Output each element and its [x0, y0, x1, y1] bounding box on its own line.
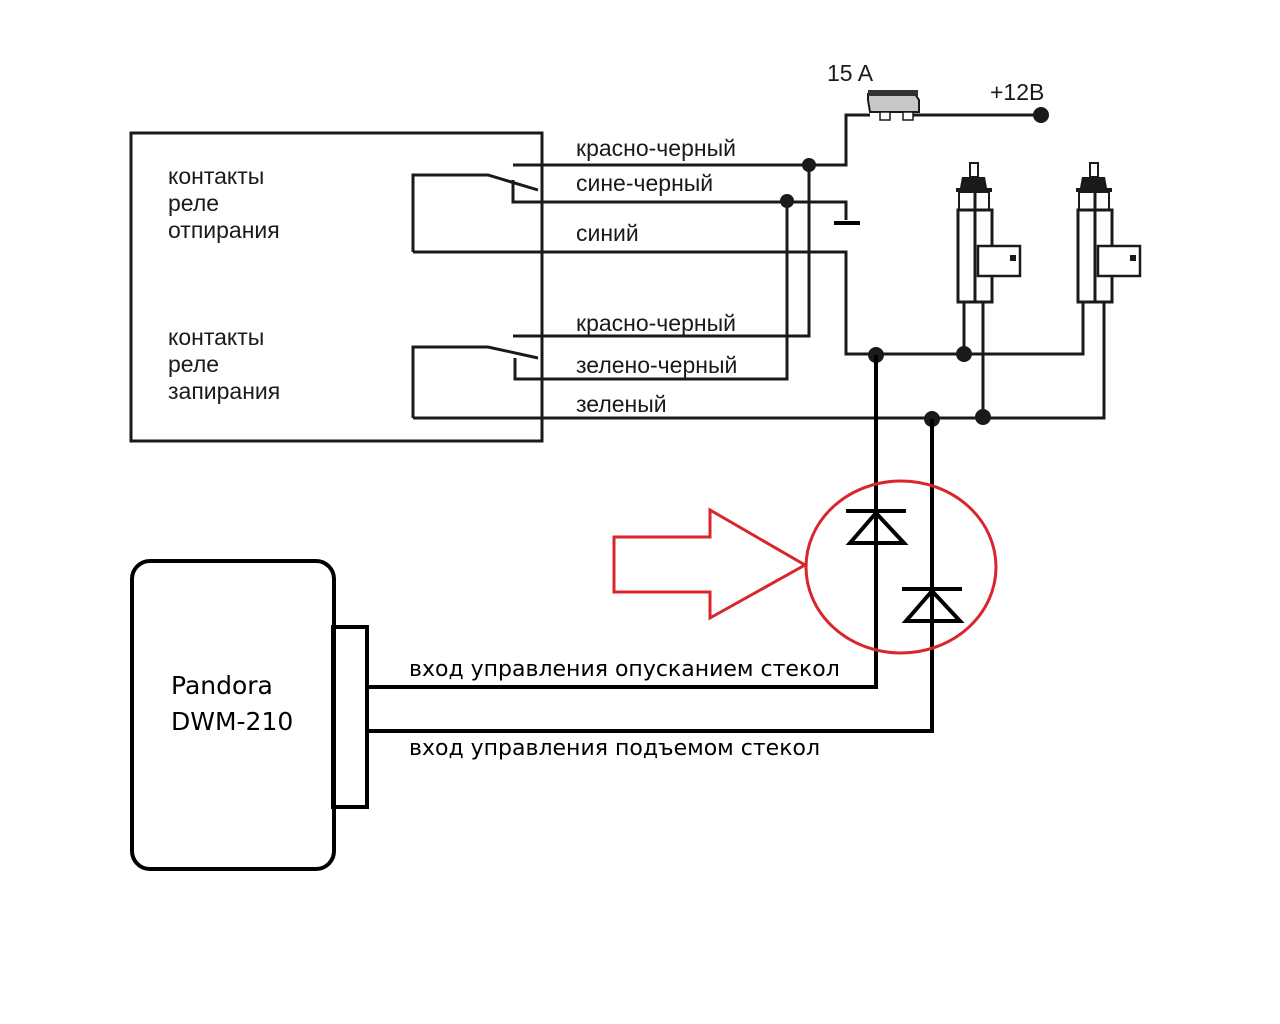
lock-relay-label-3: запирания	[168, 378, 280, 404]
unlock-relay-label-1: контакты	[168, 163, 264, 189]
unlock-relay-label-3: отпирания	[168, 217, 280, 243]
junction-dot	[780, 194, 794, 208]
highlight-circle	[804, 479, 998, 655]
lock-relay-label-1: контакты	[168, 324, 264, 350]
lock-relay-contacts	[411, 165, 1106, 420]
wire-label-blue-black: сине-черный	[576, 170, 713, 196]
diode-icon	[845, 509, 909, 545]
wire-label-green: зеленый	[576, 391, 667, 417]
wire-label-green-black: зелено-черный	[576, 352, 737, 378]
module-name: Pandora	[171, 671, 273, 700]
wire-label-red-black-2: красно-черный	[576, 310, 736, 336]
lock-relay-label-2: реле	[168, 351, 219, 377]
actuator-icon	[956, 162, 1022, 418]
unlock-relay-contacts	[411, 113, 1085, 356]
lower-control-wire	[367, 355, 878, 689]
input-label-lower: вход управления опусканием стекол	[409, 657, 840, 682]
highlight-arrow-icon	[612, 507, 809, 621]
actuator-icon	[1076, 162, 1142, 304]
relay-box	[129, 131, 544, 443]
module-model: DWM-210	[171, 707, 293, 736]
module-connector	[331, 625, 369, 809]
wire-label-blue: синий	[576, 220, 639, 246]
supply-terminal	[1033, 107, 1049, 123]
input-label-raise: вход управления подъемом стекол	[409, 736, 820, 761]
supply-voltage: +12В	[990, 79, 1044, 105]
fuse-icon	[867, 90, 920, 121]
wire-label-red-black-1: красно-черный	[576, 135, 736, 161]
raise-control-wire	[367, 419, 934, 733]
diode-icon	[901, 587, 965, 623]
junction-dot	[802, 158, 816, 172]
unlock-relay-label-2: реле	[168, 190, 219, 216]
fuse-rating: 15 A	[827, 60, 874, 86]
